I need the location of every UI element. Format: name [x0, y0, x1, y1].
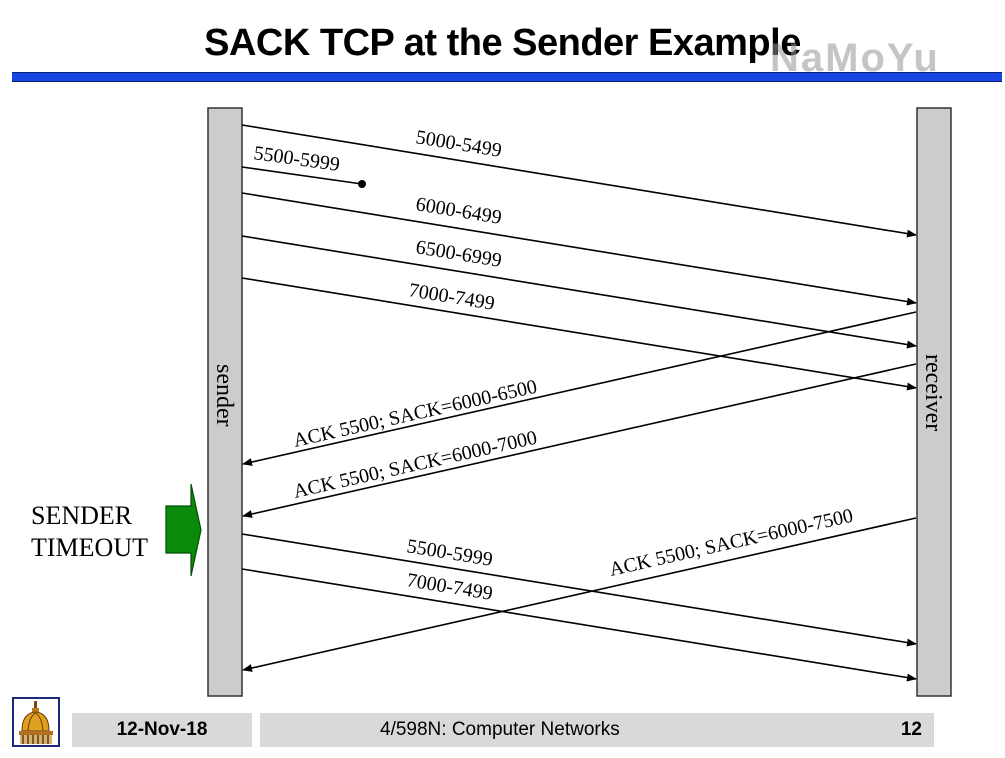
message-label: 7000-7499: [405, 569, 494, 605]
slide-number: 12: [900, 719, 922, 740]
title-divider: [12, 72, 1002, 82]
footer-course-bar: 4/598N: Computer Networks 12: [260, 713, 934, 747]
lost-message-line: [241, 166, 363, 185]
message-labels: 5000-5499 5500-5999 6000-6499 6500-6999 …: [252, 126, 855, 605]
message-label: ACK 5500; SACK=6000-7500: [607, 505, 855, 581]
receiver-lane: [916, 107, 952, 697]
receiver-lane-label: receiver: [920, 354, 946, 431]
slide-title: SACK TCP at the Sender Example: [204, 22, 801, 64]
timeout-arrow-icon: [165, 483, 202, 577]
message-line: [241, 277, 917, 391]
message-label: 5500-5999: [405, 535, 494, 571]
packet-loss-dot: [358, 180, 366, 188]
retransmit-line: [241, 568, 917, 682]
sender-lane-label: sender: [211, 364, 237, 427]
sender-lane: [207, 107, 243, 697]
ack-line: [242, 517, 917, 672]
retransmit-line: [241, 533, 917, 647]
dome-icon: [19, 701, 53, 744]
message-label: 7000-7499: [407, 279, 496, 315]
timeout-line-1: SENDER: [31, 501, 133, 530]
message-line: [241, 235, 917, 349]
message-lines: [241, 124, 917, 682]
timeout-line-2: TIMEOUT: [31, 533, 148, 562]
message-line: [241, 124, 917, 238]
footer-date: 12-Nov-18: [72, 713, 252, 747]
ack-line: [242, 363, 917, 518]
message-line: [241, 192, 917, 306]
sender-timeout-label: SENDER TIMEOUT: [31, 500, 148, 564]
ack-line: [242, 311, 917, 466]
university-dome-logo: [12, 697, 60, 747]
message-label: 5000-5499: [414, 126, 503, 162]
footer-course-title: 4/598N: Computer Networks: [380, 719, 620, 740]
